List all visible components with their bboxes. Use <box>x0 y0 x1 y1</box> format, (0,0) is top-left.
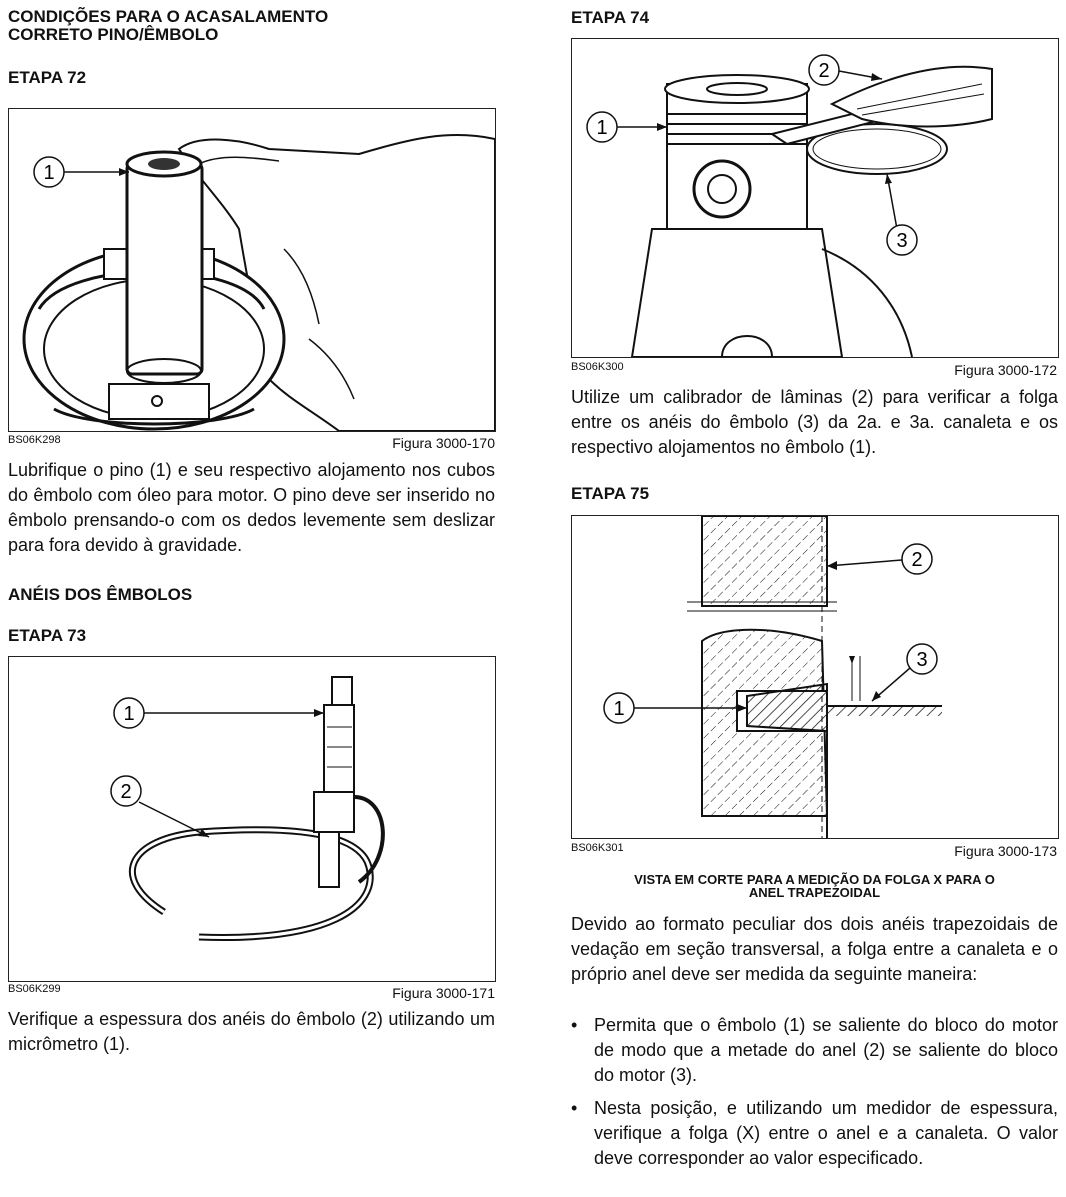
caption-line2: ANEL TRAPEZOIDAL <box>748 885 881 900</box>
step-72-title: ETAPA 72 <box>8 68 87 87</box>
callout-1: 1 <box>613 698 624 720</box>
section-title: CONDIÇÕES PARA O ACASALAMENTO CORRETO PI… <box>8 8 498 44</box>
callout-1: 1 <box>596 117 607 139</box>
figure-label: Figura 3000-172 <box>954 362 1057 378</box>
callout-2: 2 <box>818 60 829 82</box>
callout-2: 2 <box>120 781 131 803</box>
figure-3000-173: 1 2 3 <box>571 515 1059 839</box>
bullet-dot: • <box>571 1015 578 1035</box>
bullet-text: Permita que o êmbolo (1) se saliente do … <box>594 1015 1058 1085</box>
figure-code: BS06K300 <box>571 361 624 373</box>
step-72-text: Lubrifique o pino (1) e seu respectivo a… <box>8 460 495 555</box>
step-75-text: Devido ao formato peculiar dos dois anéi… <box>571 914 1058 984</box>
callout-1: 1 <box>43 162 54 184</box>
figure-label: Figura 3000-173 <box>954 843 1057 859</box>
feeler-gauge-illustration: 1 2 3 <box>586 54 993 357</box>
figure-3000-172: 1 2 3 <box>571 38 1059 358</box>
bullet-item: • Permita que o êmbolo (1) se saliente d… <box>571 1013 1058 1088</box>
caption-line1: VISTA EM CORTE PARA A MEDIÇÃO DA FOLGA X… <box>634 872 995 887</box>
micrometer-illustration: 1 2 <box>110 676 385 941</box>
callout-1: 1 <box>123 703 134 725</box>
section-title-line2: CORRETO PINO/ÊMBOLO <box>8 25 219 44</box>
section-title-line1: CONDIÇÕES PARA O ACASALAMENTO <box>8 7 329 26</box>
figure-label: Figura 3000-170 <box>392 435 495 451</box>
figure-code: BS06K301 <box>571 842 624 854</box>
rings-title: ANÉIS DOS ÊMBOLOS <box>8 585 193 604</box>
step-73-title: ETAPA 73 <box>8 626 87 645</box>
bullet-item: • Nesta posição, e utilizando um medidor… <box>571 1096 1058 1171</box>
callout-3: 3 <box>916 649 927 671</box>
figure-label: Figura 3000-171 <box>392 985 495 1001</box>
step-74-title: ETAPA 74 <box>571 8 650 27</box>
figure-3000-171: 1 2 <box>8 656 496 982</box>
step-73-text: Verifique a espessura dos anéis do êmbol… <box>8 1009 495 1054</box>
figure-3000-170: 1 <box>8 108 496 432</box>
callout-2: 2 <box>911 549 922 571</box>
bullet-text: Nesta posição, e utilizando um medidor d… <box>594 1098 1058 1168</box>
bullet-dot: • <box>571 1098 578 1118</box>
step-75-title: ETAPA 75 <box>571 484 650 503</box>
piston-pin-illustration: 1 <box>22 134 495 431</box>
step-74-text: Utilize um calibrador de lâminas (2) par… <box>571 387 1058 457</box>
callout-3: 3 <box>896 230 907 252</box>
cross-section-illustration: 1 2 3 <box>603 516 942 838</box>
figure-code: BS06K299 <box>8 983 61 995</box>
figure-caption: VISTA EM CORTE PARA A MEDIÇÃO DA FOLGA X… <box>571 873 1058 899</box>
figure-code: BS06K298 <box>8 434 61 446</box>
